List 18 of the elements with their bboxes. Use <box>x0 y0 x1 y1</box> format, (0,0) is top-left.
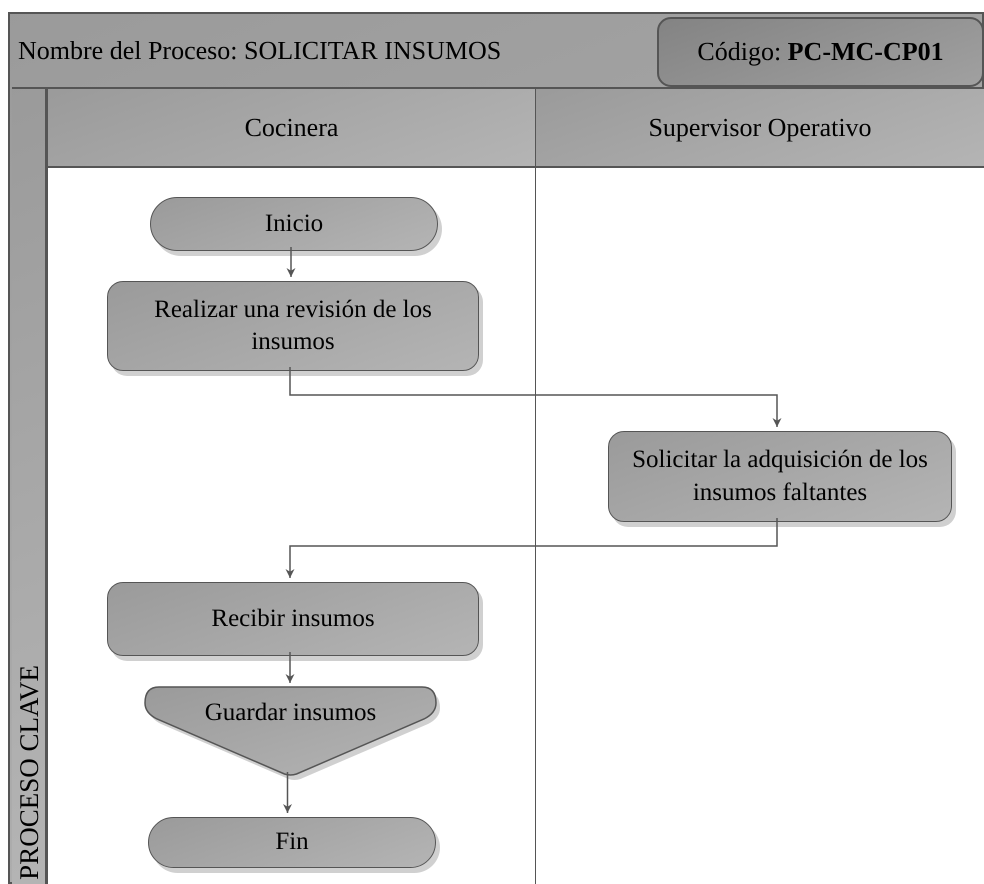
swimlane <box>47 89 535 884</box>
pool-label: PROCESO CLAVE <box>14 665 45 880</box>
arrow <box>283 772 292 813</box>
step-label: Nombre del Proceso: SOLICITAR INSUMOS <box>18 35 502 67</box>
code-box <box>657 17 984 87</box>
process-code: Código: PC-MC-CP01 <box>697 37 944 67</box>
step-label: Recibir insumos <box>210 604 376 634</box>
step-label: Inicio <box>264 208 324 239</box>
step-label: Fin <box>274 827 310 858</box>
arrow <box>286 652 294 683</box>
step-label: Realizar una revisión de los insumos <box>153 294 433 357</box>
arrow <box>286 247 296 277</box>
step-label: Solicitar la adquisición de los insumos faltantes <box>631 445 929 508</box>
arrow <box>286 518 778 578</box>
lane-title: Cocinera <box>244 112 338 142</box>
lane-title: Supervisor Operativo <box>648 112 872 142</box>
swimlane <box>535 89 984 884</box>
arrow <box>289 367 782 427</box>
